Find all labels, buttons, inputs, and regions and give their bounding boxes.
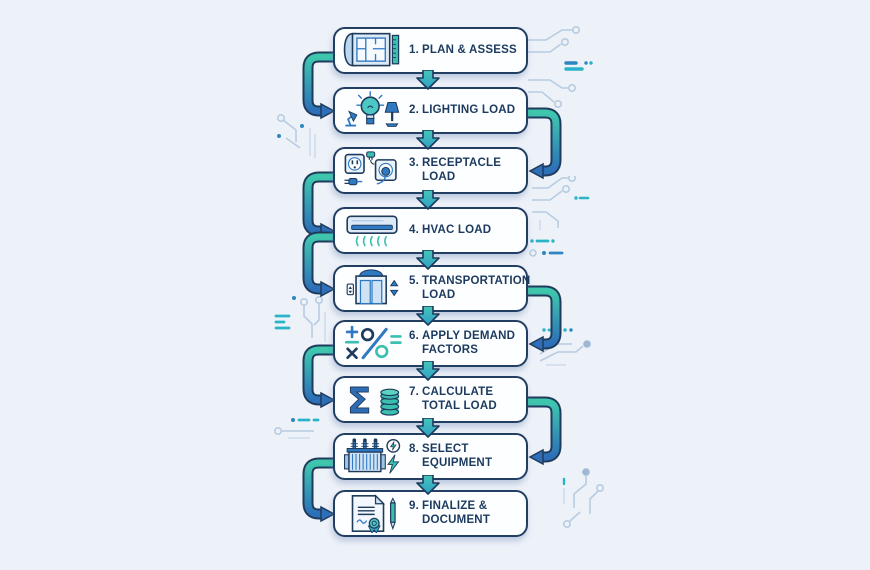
down-arrow-icon <box>416 190 440 210</box>
loop-connector-step7-to-step8 <box>526 396 562 466</box>
transformer-icon <box>335 437 409 476</box>
step-number: 3. <box>409 156 419 169</box>
step-label: HVAC LOAD <box>422 223 492 236</box>
loop-connector-step3-to-step4 <box>302 171 338 240</box>
step-1-plan-assess: 1.PLAN & ASSESS <box>333 27 528 74</box>
step-number: 1. <box>409 43 419 56</box>
step-number: 2. <box>409 103 419 116</box>
down-arrow-icon <box>416 418 440 438</box>
circuit-trace-decoration <box>562 468 604 528</box>
down-arrow-icon <box>416 130 440 150</box>
down-arrow-icon <box>416 250 440 270</box>
hvac-icon <box>335 211 409 250</box>
step-4-hvac-load: 4.HVAC LOAD <box>333 207 528 254</box>
step-label: CALCULATE TOTAL LOAD <box>422 385 497 412</box>
circuit-trace-decoration <box>532 176 590 230</box>
receptacle-icon <box>335 151 409 190</box>
step-number: 7. <box>409 385 419 398</box>
loop-connector-step1-to-step2 <box>302 51 338 120</box>
step-6-apply-demand-factors: 6.APPLY DEMAND FACTORS <box>333 320 528 367</box>
step-3-receptacle-load: 3.RECEPTACLE LOAD <box>333 147 528 194</box>
step-label: RECEPTACLE LOAD <box>422 156 502 183</box>
step-label: SELECT EQUIPMENT <box>422 442 493 469</box>
step-8-select-equipment: 8.SELECT EQUIPMENT <box>333 433 528 480</box>
step-number: 5. <box>409 274 419 287</box>
step-2-lighting-load: 2.LIGHTING LOAD <box>333 87 528 134</box>
circuit-trace-decoration <box>529 239 564 257</box>
step-9-finalize-document: 9.FINALIZE & DOCUMENT <box>333 490 528 537</box>
down-arrow-icon <box>416 475 440 495</box>
step-number: 9. <box>409 499 419 512</box>
step-label: APPLY DEMAND FACTORS <box>422 329 516 356</box>
step-number: 6. <box>409 329 419 342</box>
step-number: 8. <box>409 442 419 455</box>
step-7-calculate-total-load: Σ 7.CALCULATE TOTAL LOAD <box>333 376 528 423</box>
sigma-coins-icon: Σ <box>335 380 409 419</box>
elevator-icon <box>335 269 409 308</box>
loop-connector-step6-to-step7 <box>302 344 338 409</box>
step-label: FINALIZE & DOCUMENT <box>422 499 491 526</box>
loop-connector-step4-to-step5 <box>302 231 338 298</box>
percent-math-icon <box>335 324 409 363</box>
step-number: 4. <box>409 223 419 236</box>
loop-connector-step2-to-step3 <box>526 107 562 180</box>
down-arrow-icon <box>416 306 440 326</box>
step-label: PLAN & ASSESS <box>422 43 517 56</box>
step-label: LIGHTING LOAD <box>422 103 516 116</box>
svg-text:Σ: Σ <box>347 381 371 419</box>
circuit-trace-decoration <box>528 26 593 109</box>
lighting-icon <box>335 91 409 130</box>
loop-connector-step8-to-step9 <box>302 457 338 523</box>
floor-plan-icon <box>335 31 409 70</box>
down-arrow-icon <box>416 70 440 90</box>
step-5-transportation-load: 5.TRANSPORTATION LOAD <box>333 265 531 312</box>
loop-connector-step5-to-step6 <box>526 285 562 353</box>
circuit-trace-decoration <box>276 113 316 158</box>
step-label: TRANSPORTATION LOAD <box>422 274 531 301</box>
circuit-trace-decoration <box>274 418 320 439</box>
circuit-trace-decoration <box>274 295 326 342</box>
down-arrow-icon <box>416 361 440 381</box>
document-seal-icon <box>335 494 409 533</box>
